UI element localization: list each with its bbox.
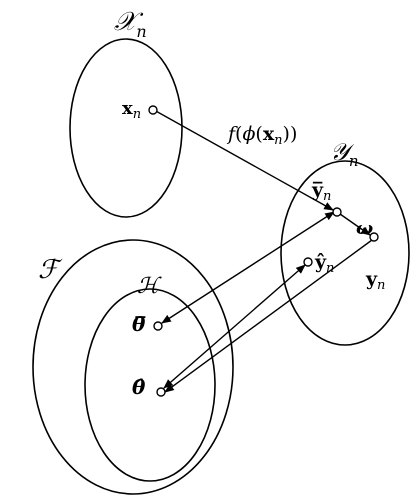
arrow-yn-theta-hat <box>164 239 373 393</box>
point-x-n <box>148 105 158 115</box>
theta-bar-label: θ̅ <box>132 312 146 336</box>
y-n-label: yn <box>365 268 385 293</box>
arrow-theta-hat-yhat <box>163 264 306 389</box>
omega-arrow <box>339 213 371 236</box>
y-space-ellipse <box>280 160 410 346</box>
x-space-label: 𝒳n <box>114 7 147 41</box>
feature-space-ellipse <box>32 239 234 495</box>
theta-hat-label: θ̂ <box>132 375 146 399</box>
point-y-bar <box>332 207 342 217</box>
y-bar-label: y̅n <box>311 179 331 204</box>
arrow-theta-bar-ybar <box>161 211 335 324</box>
omega-label: ω <box>356 218 373 239</box>
point-theta-bar <box>153 321 163 331</box>
hypothesis-space-ellipse <box>84 288 216 482</box>
y-space-label: 𝒴n <box>330 138 359 170</box>
mapping-label: f(ϕ(xn)) <box>226 123 297 148</box>
mapping-arrow-x-to-ybar <box>153 109 334 211</box>
point-y-n <box>369 232 379 242</box>
point-y-hat <box>303 257 313 267</box>
x-space-ellipse <box>69 38 183 218</box>
point-theta-hat <box>156 387 166 397</box>
hypothesis-space-label: ℋ <box>137 274 162 299</box>
x-n-label: xn <box>122 98 141 122</box>
y-hat-label: ŷn <box>314 251 334 276</box>
